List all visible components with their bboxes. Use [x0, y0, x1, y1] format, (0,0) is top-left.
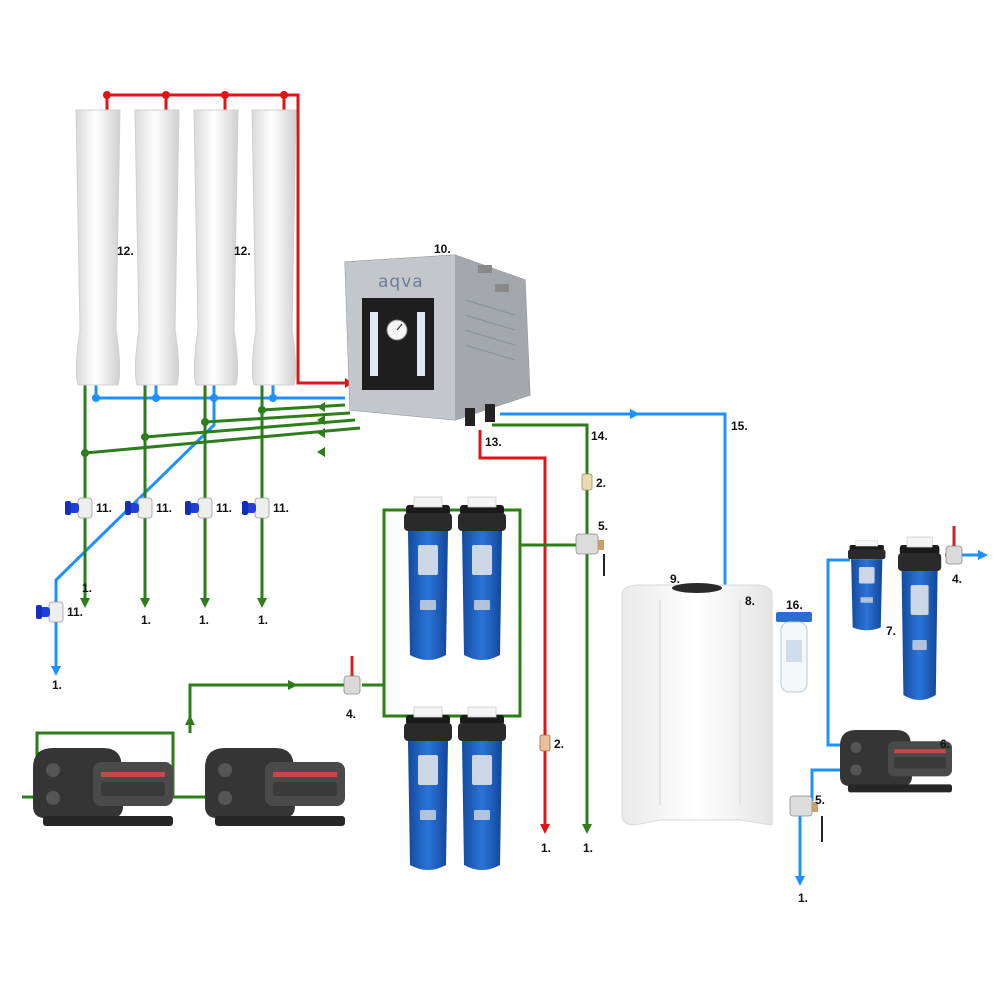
post-filter-housing-large: [897, 536, 942, 701]
ball-valve-1: [64, 497, 93, 519]
label-pump-right: 6.: [940, 737, 950, 751]
prefilter-housing-3: [403, 706, 453, 871]
arrow-down-icon: [540, 824, 550, 834]
ro-unit-brand: aqva: [378, 272, 424, 292]
label-flowmeter-red: 2.: [554, 737, 564, 751]
permeate-collector-nodes: [92, 394, 277, 402]
booster-pump-2: [205, 748, 345, 826]
ro-unit-cabinet: aqva: [344, 254, 531, 426]
ball-valve-2: [124, 497, 153, 519]
arrow-right-icon: [978, 550, 988, 560]
label-drain-v1: 1.: [82, 581, 92, 595]
flowmeter-green: [581, 473, 593, 491]
flowmeter-icon: [417, 312, 425, 376]
label-ro-unit: 10.: [434, 242, 451, 256]
storage-tank: [621, 583, 773, 826]
label-permeate-line: 15.: [731, 419, 748, 433]
label-pressure-switch-main: 5.: [598, 519, 608, 533]
label-valve-4: 11.: [273, 501, 289, 515]
flowmeter-icon: [370, 312, 378, 376]
uv-filter: [776, 612, 812, 693]
label-post-filter: 7.: [886, 624, 896, 638]
booster-pump-1: [33, 748, 173, 826]
feed-arrows: [80, 402, 325, 608]
label-valve-2: 11.: [156, 501, 172, 515]
post-filter-housing-small: [847, 540, 886, 631]
arrow-down-icon: [795, 876, 805, 886]
label-membrane-right: 12.: [234, 244, 251, 258]
label-drain-v4: 1.: [258, 613, 268, 627]
prefilter-housing-4: [457, 706, 507, 871]
label-drain-v5: 1.: [52, 678, 62, 692]
membrane-vessel-1: [75, 109, 121, 386]
feed-drain-line: [492, 423, 589, 826]
tank-outlet-lines: [798, 553, 980, 880]
ball-valve-4: [241, 497, 270, 519]
permeate-to-tank-line: [500, 412, 727, 600]
ball-valve-5: [35, 601, 64, 623]
feed-distribution-nodes: [81, 406, 266, 457]
arrow-down-icon: [51, 666, 61, 676]
label-valve-inlet: 4.: [346, 707, 356, 721]
flowmeter-red: [539, 734, 551, 752]
pressure-switch-tank: [789, 795, 823, 842]
label-tank-inlet: 8.: [745, 594, 755, 608]
concentrate-header-nodes: [103, 91, 288, 99]
label-feed-outlet: 14.: [591, 429, 608, 443]
membrane-vessel-3: [193, 109, 239, 386]
label-drain-green: 1.: [583, 841, 593, 855]
membrane-vessel-4: [251, 109, 297, 386]
label-tank: 9.: [670, 572, 680, 586]
arrow-down-icon: [582, 824, 592, 834]
prefilter-housing-2: [457, 496, 507, 661]
feed-distribution-lines: [83, 385, 361, 600]
booster-pump-3: [840, 730, 952, 793]
label-concentrate-outlet: 13.: [485, 435, 502, 449]
label-valve-outlet: 4.: [952, 572, 962, 586]
concentrate-drain-line: [478, 430, 547, 826]
label-drain-v3: 1.: [199, 613, 209, 627]
outlet-valve: [945, 526, 963, 565]
prefilter-housing-1: [403, 496, 453, 661]
label-drain-tank: 1.: [798, 891, 808, 905]
membrane-vessel-2: [134, 109, 180, 386]
label-membrane-left: 12.: [117, 244, 134, 258]
label-flowmeter-green: 2.: [596, 476, 606, 490]
pressure-switch-main: [575, 533, 605, 576]
label-valve-5: 11.: [67, 605, 83, 619]
label-drain-v2: 1.: [141, 613, 151, 627]
label-pressure-switch-tank: 5.: [815, 793, 825, 807]
label-valve-3: 11.: [216, 501, 232, 515]
arrow-right-icon: [630, 409, 640, 419]
label-valve-1: 11.: [96, 501, 112, 515]
label-drain-red: 1.: [541, 841, 551, 855]
label-uv-filter: 16.: [786, 598, 803, 612]
inlet-valve: [343, 656, 361, 695]
ball-valve-3: [184, 497, 213, 519]
